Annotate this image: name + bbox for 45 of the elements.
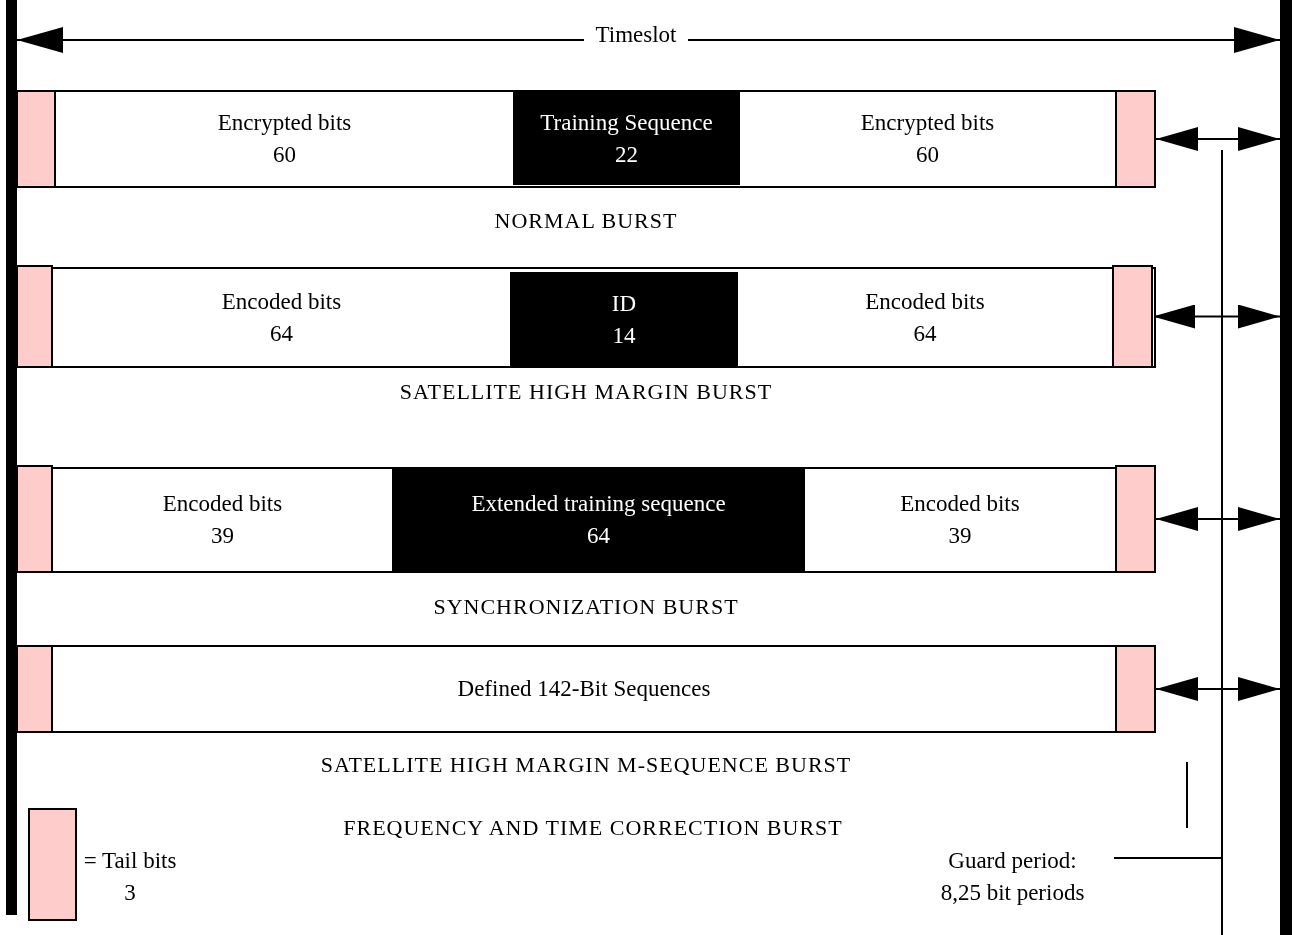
bit-count: 14 xyxy=(612,322,636,350)
tail-bits-box xyxy=(16,265,53,368)
legend-text: = Tail bits 3 xyxy=(82,847,178,907)
timeslot-boundary-bar xyxy=(6,0,17,915)
tail-bits-box xyxy=(16,465,53,573)
bit-count: 60 xyxy=(273,141,296,169)
leader-line xyxy=(1113,857,1223,859)
bit-count: 39 xyxy=(211,522,234,550)
bit-count: 64 xyxy=(270,319,293,348)
tail-bits-box xyxy=(1115,90,1156,188)
tail-bits-box xyxy=(16,90,56,188)
bit-count: 60 xyxy=(916,141,939,169)
field-label: Encoded bits xyxy=(865,287,985,316)
training-field xyxy=(392,467,805,573)
field-label: Defined 142-Bit Sequences xyxy=(457,675,711,703)
annotation-text: 8,25 bit periods xyxy=(940,879,1085,907)
tail-bits-box xyxy=(1112,265,1153,368)
bit-count: 39 xyxy=(948,522,972,550)
burst-caption: FREQUENCY AND TIME CORRECTION BURST xyxy=(343,815,843,841)
annotation-text: Guard period: xyxy=(948,847,1077,875)
field-label: Encoded bits xyxy=(900,490,1020,518)
tail-bits-box xyxy=(1115,645,1156,733)
field-label: Encrypted bits xyxy=(217,109,352,137)
bit-count: 64 xyxy=(913,319,937,348)
field-label: Extended training sequence xyxy=(471,490,726,518)
tail-bits-box xyxy=(16,645,53,733)
guard-period-arrow xyxy=(1155,677,1281,701)
burst-caption: SATELLITE HIGH MARGIN M-SEQUENCE BURST xyxy=(320,752,852,778)
guard-period-arrow xyxy=(1155,507,1281,531)
field-label: Encoded bits xyxy=(221,287,342,316)
burst-caption: SATELLITE HIGH MARGIN BURST xyxy=(399,379,773,405)
burst-caption: NORMAL BURST xyxy=(494,208,678,234)
bit-count: 22 xyxy=(615,140,638,169)
field-label: Encoded bits xyxy=(162,490,283,518)
bit-count: 64 xyxy=(587,522,610,550)
field-label: Encrypted bits xyxy=(860,109,995,137)
guard-period-arrow xyxy=(1155,127,1281,151)
field-label: Training Sequence xyxy=(540,108,713,137)
tail-bits-box xyxy=(1115,465,1156,573)
field-label: ID xyxy=(611,290,637,318)
burst-caption: SYNCHRONIZATION BURST xyxy=(433,594,739,620)
timeslot-boundary-bar xyxy=(1280,0,1292,935)
training-field xyxy=(510,272,738,368)
timeslot-arrow xyxy=(16,27,1281,53)
training-field xyxy=(513,92,740,185)
